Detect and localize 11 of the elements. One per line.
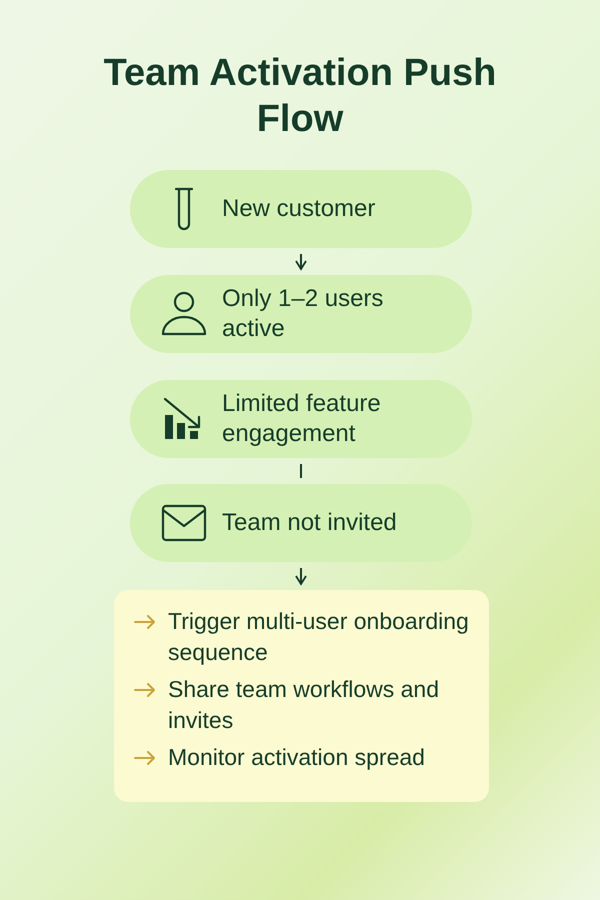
step-label: Only 1–2 users active [222, 284, 384, 344]
action-card [114, 590, 489, 802]
arrow [295, 568, 307, 585]
step-label: New customer [222, 194, 376, 224]
action-text: Monitor activation spread [168, 743, 425, 772]
action-text: Trigger multi-user onboarding sequence [168, 607, 469, 667]
title: Team Activation Push Flow [102, 51, 498, 142]
step-label: Team not invited [222, 508, 398, 538]
action-text: Share team workflows and invites [168, 675, 440, 735]
step-label: Limited feature engagement [222, 389, 382, 449]
arrow [295, 254, 307, 270]
